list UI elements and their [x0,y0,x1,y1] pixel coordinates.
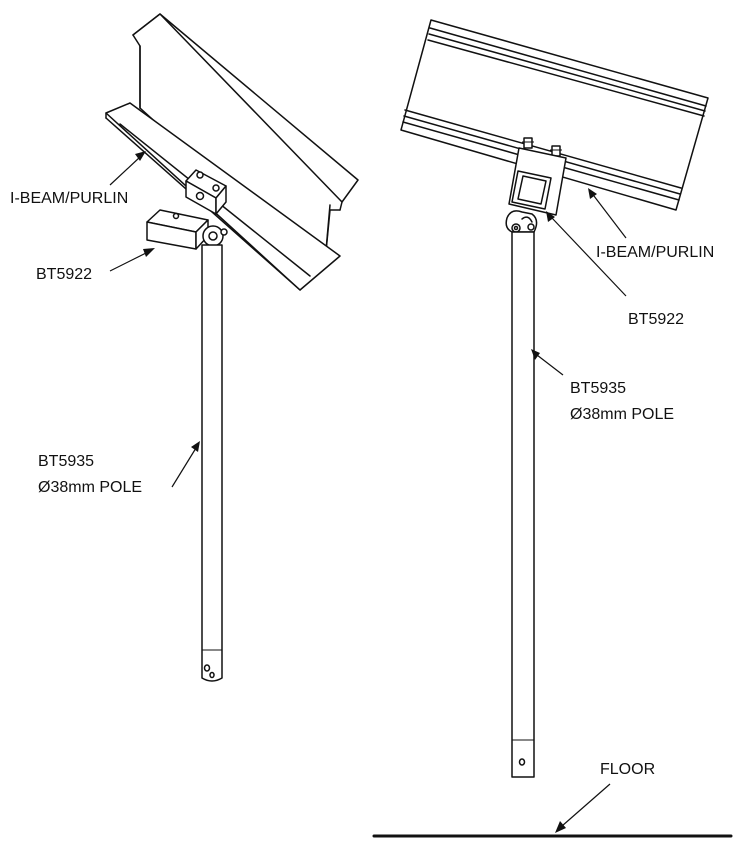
right-pole-code-label: BT5935 [570,380,626,397]
left-pole-callout: BT5935 Ø38mm POLE [38,441,200,496]
right-pole-desc-label: Ø38mm POLE [570,406,674,423]
right-bracket-callout: BT5922 [546,211,684,328]
right-ibeam-callout: I-BEAM/PURLIN [588,188,714,261]
left-ibeam-callout: I-BEAM/PURLIN [10,151,146,207]
left-bracket-label: BT5922 [36,266,92,283]
right-pole [511,231,535,778]
left-ibeam-label: I-BEAM/PURLIN [10,190,128,207]
left-bracket [146,169,228,250]
left-bracket-callout: BT5922 [36,248,155,283]
left-assembly: I-BEAM/PURLIN BT5922 BT5935 Ø38mm POLE [10,13,359,682]
right-assembly: I-BEAM/PURLIN BT5922 BT5935 Ø38mm POLE F… [372,19,733,838]
left-pole-desc-label: Ø38mm POLE [38,479,142,496]
left-pole [201,244,223,682]
right-bracket-label: BT5922 [628,311,684,328]
right-ibeam-label: I-BEAM/PURLIN [596,244,714,261]
floor-callout: FLOOR [372,761,733,838]
right-bracket [505,137,567,233]
floor-label: FLOOR [600,761,655,778]
right-pole-callout: BT5935 Ø38mm POLE [531,349,674,423]
left-pole-code-label: BT5935 [38,453,94,470]
